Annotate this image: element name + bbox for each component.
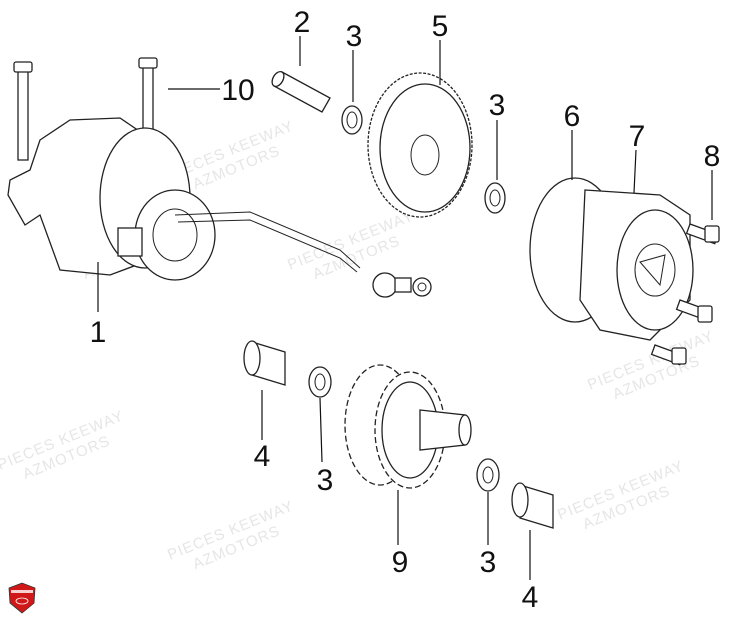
idle-gear-part	[344, 364, 472, 489]
callout-3: 3	[489, 89, 506, 122]
callout-numbers: 1 2 3 5 3 6 7 8 10 4 3 9 3 4	[90, 6, 721, 614]
callout-2: 2	[294, 6, 311, 39]
callout-4: 4	[522, 581, 539, 614]
starter-motor-part	[7, 117, 432, 298]
callout-3: 3	[480, 546, 497, 579]
callout-7: 7	[629, 120, 646, 153]
callout-5: 5	[432, 10, 449, 43]
leader-lines	[97, 36, 713, 580]
callout-8: 8	[704, 140, 721, 173]
callout-9: 9	[392, 546, 409, 579]
callout-6: 6	[564, 100, 581, 133]
callout-3: 3	[346, 20, 363, 53]
callout-4: 4	[254, 440, 271, 473]
callout-10: 10	[221, 74, 254, 107]
callout-3: 3	[317, 464, 334, 497]
bolt-parts-8	[650, 223, 720, 366]
washer-parts	[308, 105, 506, 492]
azmotors-logo	[8, 582, 36, 614]
large-gear-part	[367, 72, 473, 218]
cover-part	[529, 177, 694, 341]
needle-bearing-parts	[243, 340, 554, 529]
bolt-part-10	[13, 57, 158, 161]
shaft-part	[271, 70, 331, 113]
callout-1: 1	[90, 316, 107, 349]
